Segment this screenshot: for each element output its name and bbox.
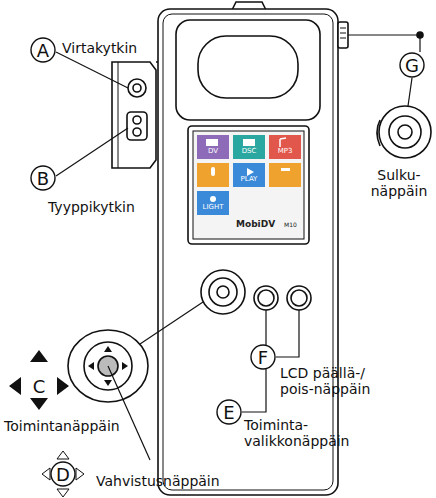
callout-letter: F (250, 344, 276, 370)
part-label: Vahvistusnäppäin (96, 474, 220, 490)
callout-letter: C (26, 373, 52, 399)
part-label: Virtakytkin (62, 41, 137, 57)
screen-text: PLAY (233, 176, 265, 184)
part-label: Toiminta- valikkonäppäin (244, 418, 356, 449)
callout-letter-text: A (30, 37, 56, 63)
part-label: Toimintanäppäin (4, 419, 120, 435)
callout-letter: G (399, 52, 425, 78)
screen-text: DV (197, 148, 229, 156)
callout-letter-text: G (399, 52, 425, 78)
part-label: LCD päällä-/ pois-näppäin (280, 366, 380, 397)
screen-text: MobiDV (236, 219, 275, 229)
callout-letter: A (30, 37, 56, 63)
callout-letter-text: B (30, 165, 56, 191)
callout-letter-text: D (50, 461, 76, 487)
screen-text: DSC (233, 148, 265, 156)
screen-text: LIGHT (197, 204, 229, 212)
menu-icons (197, 135, 301, 215)
callout-letter: B (30, 165, 56, 191)
callout-letter-text: E (216, 399, 242, 425)
callout-letter-text: C (26, 373, 52, 399)
part-label: Tyyppikytkin (48, 200, 135, 216)
callout-letter: D (50, 461, 76, 487)
screen-text: M10 (284, 222, 297, 229)
screen-text: MP3 (269, 148, 301, 156)
callout-letter: E (216, 399, 242, 425)
part-label: Sulku- näppäin (366, 168, 432, 199)
callout-letter-text: F (250, 344, 276, 370)
